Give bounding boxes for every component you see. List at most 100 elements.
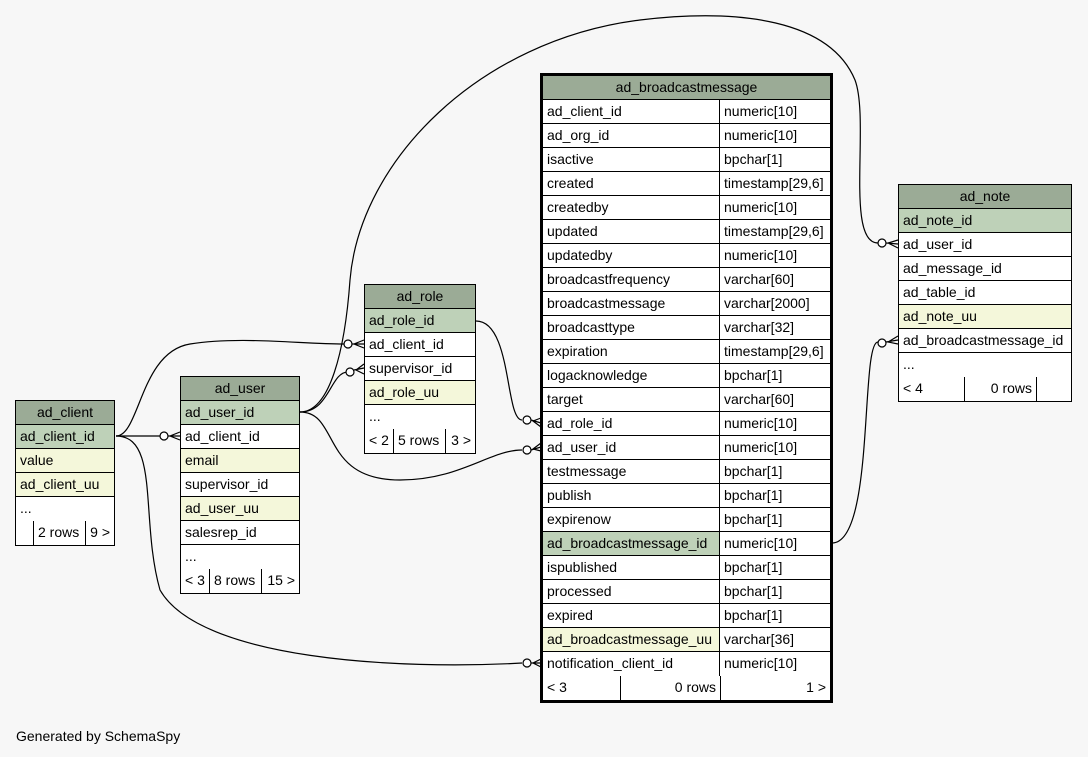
column-row[interactable]: value — [16, 449, 114, 473]
optional-marker — [159, 431, 169, 441]
column-row[interactable]: ... — [181, 545, 299, 569]
parents-link[interactable]: < 3 — [543, 676, 621, 700]
column-name: target — [543, 388, 720, 411]
column-name: updatedby — [543, 244, 720, 267]
parents-link[interactable] — [16, 521, 34, 545]
crowfoot-marker — [531, 658, 542, 668]
column-name: ad_client_id — [369, 336, 444, 352]
children-link[interactable]: 1 > — [806, 679, 826, 695]
column-row[interactable]: supervisor_id — [181, 473, 299, 497]
column-row[interactable]: salesrep_id — [181, 521, 299, 545]
column-row[interactable]: ad_user_uu — [181, 497, 299, 521]
column-name: ad_role_uu — [365, 381, 475, 404]
column-name: ad_org_id — [543, 124, 720, 147]
column-name: ad_user_id — [903, 236, 973, 252]
column-row[interactable]: ... — [16, 497, 114, 521]
children-link[interactable]: 3 > — [451, 432, 471, 448]
table-footer: < 3 8 rows 15 > — [181, 569, 299, 593]
column-row[interactable]: ... — [365, 405, 475, 429]
column-row[interactable]: ad_note_id — [899, 209, 1071, 233]
table-title[interactable]: ad_role — [365, 285, 475, 309]
column-row[interactable]: ... — [899, 353, 1071, 377]
table-title[interactable]: ad_user — [181, 377, 299, 401]
parents-link[interactable]: < 3 — [181, 569, 210, 593]
column-name: ad_broadcastmessage_id — [903, 332, 1064, 348]
column-row[interactable]: email — [181, 449, 299, 473]
column-name: expirenow — [543, 508, 720, 531]
column-name: ad_client_id — [543, 100, 720, 123]
table-title[interactable]: ad_broadcastmessage — [543, 76, 830, 100]
edge-bm-role — [475, 320, 523, 421]
column-row[interactable]: ad_client_uu — [16, 473, 114, 497]
column-name: notification_client_id — [543, 652, 720, 676]
column-type: timestamp[29,6] — [724, 343, 824, 359]
column-name: testmessage — [543, 460, 720, 483]
children-link[interactable]: 15 > — [267, 572, 295, 588]
table-ad-role[interactable]: ad_role ad_role_id ad_client_id supervisor… — [364, 284, 476, 454]
edge-note-bm — [831, 341, 879, 544]
optional-marker — [877, 238, 887, 248]
column-type: bpchar[1] — [724, 487, 783, 503]
column-row[interactable]: ad_message_id — [899, 257, 1071, 281]
column-name: ... — [185, 548, 197, 564]
column-row[interactable]: ad_client_id — [16, 425, 114, 449]
column-row[interactable]: ad_role_uu — [365, 381, 475, 405]
column-row[interactable]: ad_note_uu — [899, 305, 1071, 329]
column-name: ad_message_id — [903, 260, 1002, 276]
column-type: bpchar[1] — [724, 583, 783, 599]
crowfoot-marker — [352, 339, 365, 349]
column-row[interactable]: ad_user_id — [181, 401, 299, 425]
column-row[interactable]: ad_broadcastmessage_id — [899, 329, 1071, 353]
column-row[interactable]: ad_client_id — [365, 333, 475, 357]
children-link[interactable]: 9 > — [90, 524, 110, 540]
column-name: email — [181, 449, 299, 472]
column-name: publish — [543, 484, 720, 507]
children-link[interactable] — [1037, 377, 1071, 401]
optional-marker — [522, 415, 532, 425]
column-row[interactable]: ad_client_id — [181, 425, 299, 449]
parents-link[interactable]: < 4 — [899, 377, 965, 401]
column-row[interactable]: supervisor_id — [365, 357, 475, 381]
column-row[interactable]: ad_role_id — [365, 309, 475, 333]
edge-bm-user — [299, 411, 523, 481]
table-ad-note[interactable]: ad_note ad_note_id ad_user_id ad_message_i… — [898, 184, 1072, 402]
column-row[interactable]: ad_table_id — [899, 281, 1071, 305]
table-footer: < 4 0 rows — [899, 377, 1071, 401]
column-name: value — [16, 449, 114, 472]
column-type: bpchar[1] — [724, 607, 783, 623]
column-name: ad_role_id — [365, 309, 475, 332]
column-type: numeric[10] — [724, 655, 798, 671]
table-title[interactable]: ad_note — [899, 185, 1071, 209]
edge-bm-notification-client — [115, 435, 523, 666]
parents-link[interactable]: < 2 — [365, 429, 394, 453]
table-title[interactable]: ad_client — [16, 401, 114, 425]
column-row[interactable]: ad_user_id — [899, 233, 1071, 257]
